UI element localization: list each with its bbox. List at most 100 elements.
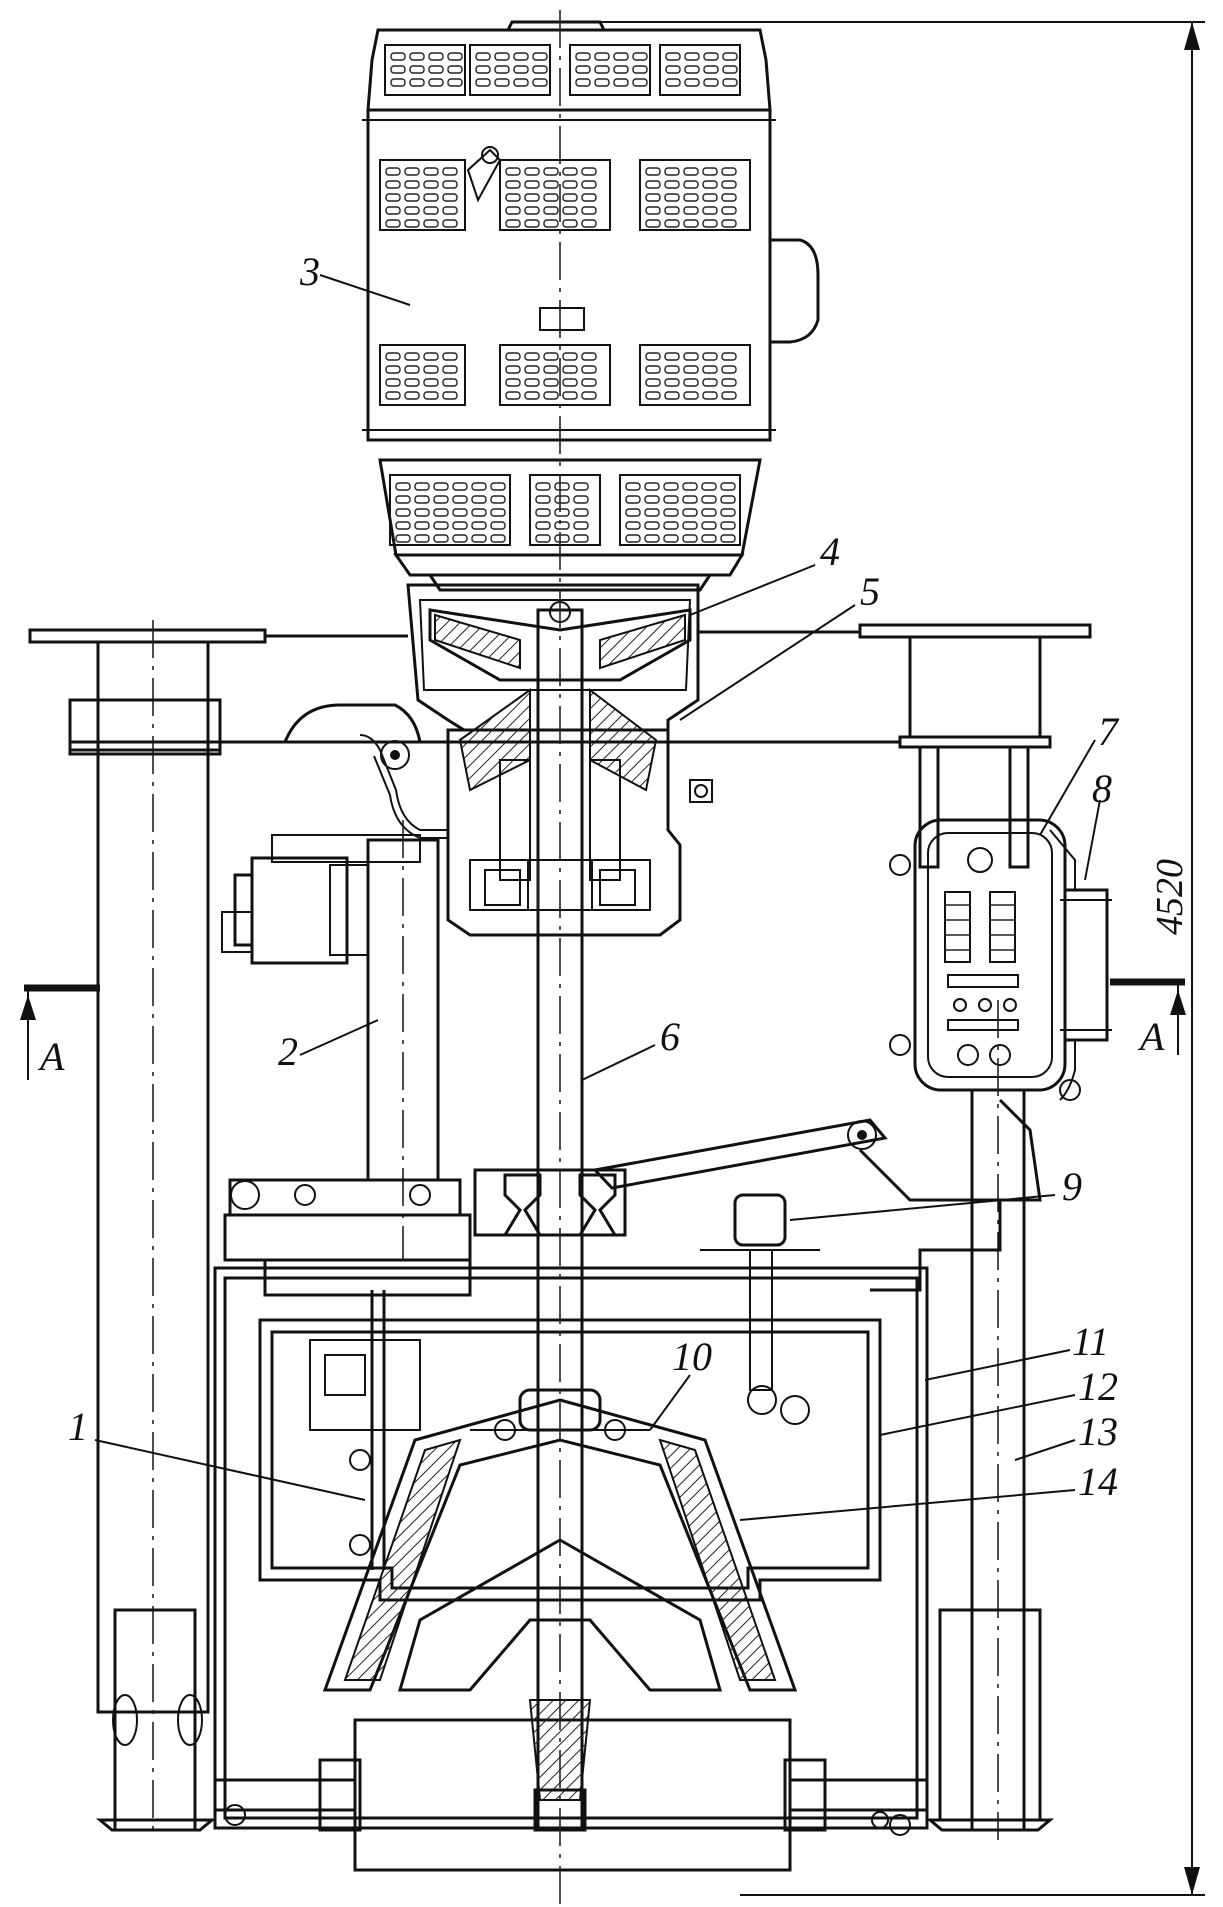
vent-slot (581, 193, 597, 202)
vent-slot (452, 508, 468, 517)
vent-slot (543, 352, 559, 361)
vent-slot (720, 508, 736, 517)
vent-slot (573, 521, 589, 530)
vent-slot (490, 521, 506, 530)
vent-slot (423, 206, 439, 215)
vent-slot (625, 495, 641, 504)
vent-slot (682, 521, 698, 530)
vent-slot (594, 78, 610, 87)
vent-slot (702, 391, 718, 400)
vent-block (529, 474, 601, 546)
vent-slot (581, 219, 597, 228)
vent-slot (490, 508, 506, 517)
vent-slot (532, 78, 548, 87)
vent-slot (385, 391, 401, 400)
vent-slot (562, 391, 578, 400)
vent-slot (683, 167, 699, 176)
vent-slot (645, 206, 661, 215)
vent-slot (543, 167, 559, 176)
vent-slot (390, 52, 406, 61)
vent-slot (721, 180, 737, 189)
vent-block (384, 44, 466, 96)
vent-slot (524, 365, 540, 374)
vent-slot (721, 167, 737, 176)
vent-slot (682, 495, 698, 504)
vent-slot (535, 482, 551, 491)
vent-slot (684, 78, 700, 87)
vent-slot (663, 521, 679, 530)
vent-slot (581, 206, 597, 215)
vent-slot (702, 167, 718, 176)
motor-vent-grilles (379, 44, 751, 546)
vent-block (389, 474, 511, 546)
vent-slot (543, 193, 559, 202)
callout-5: 5 (860, 569, 880, 614)
vent-slot (524, 352, 540, 361)
vent-slot (701, 521, 717, 530)
vent-slot (562, 378, 578, 387)
vent-slot (505, 180, 521, 189)
section-mark-left (20, 984, 100, 1080)
vent-slot (513, 65, 529, 74)
vent-slot (543, 180, 559, 189)
vent-slot (644, 521, 660, 530)
vent-slot (682, 534, 698, 543)
vent-slot (475, 65, 491, 74)
vent-slot (562, 365, 578, 374)
vent-slot (423, 365, 439, 374)
vent-slot (664, 365, 680, 374)
vent-slot (594, 65, 610, 74)
vent-slot (490, 495, 506, 504)
right-column-base (925, 1608, 1055, 1832)
vent-slot (442, 219, 458, 228)
callout-9: 9 (1062, 1164, 1082, 1209)
vent-slot (701, 534, 717, 543)
vent-slot (423, 378, 439, 387)
vent-slot (543, 219, 559, 228)
vent-slot (385, 365, 401, 374)
vent-slot (632, 78, 648, 87)
callout-leaders (94, 274, 1101, 1521)
vent-slot (664, 193, 680, 202)
vent-slot (613, 52, 629, 61)
vent-slot (442, 378, 458, 387)
callout-13: 13 (1078, 1409, 1118, 1454)
vent-slot (720, 521, 736, 530)
vent-slot (505, 206, 521, 215)
vent-slot (505, 378, 521, 387)
callout-7: 7 (1098, 709, 1120, 754)
vent-block (659, 44, 741, 96)
vent-slot (625, 508, 641, 517)
vent-slot (543, 365, 559, 374)
vent-slot (720, 534, 736, 543)
vent-slot (682, 508, 698, 517)
vent-slot (554, 521, 570, 530)
vent-slot (395, 482, 411, 491)
vent-slot (433, 521, 449, 530)
vent-slot (683, 180, 699, 189)
vent-slot (664, 352, 680, 361)
vent-slot (581, 391, 597, 400)
vent-slot (471, 482, 487, 491)
vent-slot (433, 508, 449, 517)
vent-slot (433, 482, 449, 491)
vent-slot (395, 521, 411, 530)
vent-slot (562, 219, 578, 228)
vent-slot (581, 365, 597, 374)
vent-slot (644, 508, 660, 517)
vent-slot (664, 180, 680, 189)
section-mark-right-label: A (1137, 1014, 1165, 1059)
vent-slot (720, 495, 736, 504)
vent-slot (532, 52, 548, 61)
vent-slot (494, 78, 510, 87)
vent-slot (433, 495, 449, 504)
left-drive-assembly (221, 740, 472, 1297)
vent-slot (423, 352, 439, 361)
vent-slot (721, 193, 737, 202)
vent-slot (404, 391, 420, 400)
vent-slot (513, 78, 529, 87)
vent-slot (721, 391, 737, 400)
vent-slot (721, 219, 737, 228)
vent-slot (645, 167, 661, 176)
vent-slot (447, 78, 463, 87)
